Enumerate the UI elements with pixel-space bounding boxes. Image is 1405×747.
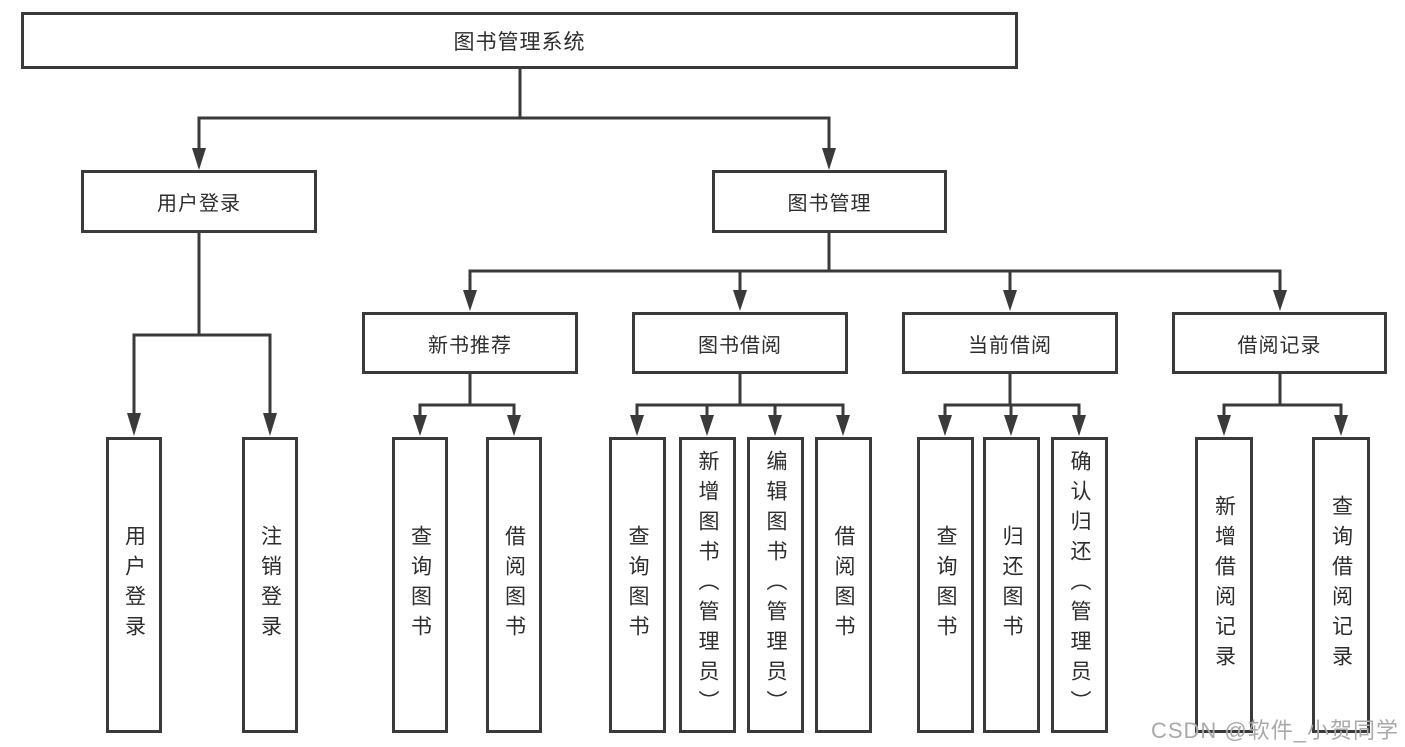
leaf-query-borrow-record: 查询借阅记录 (1312, 437, 1370, 733)
vertical-label: 查询图书 (934, 525, 957, 645)
connector-borrowing-records-to-children (1217, 374, 1348, 436)
csdn-watermark: CSDN @软件_小贺同学 (1150, 718, 1399, 743)
vertical-label: 新增图书（管理员） (696, 450, 719, 720)
connector-root-to-level2 (192, 69, 836, 170)
vertical-label: 注销登录 (258, 525, 282, 645)
leaf-borrow-books-recommend: 借阅图书 (486, 437, 542, 733)
connector-book-borrowing-to-children (630, 374, 850, 436)
leaf-query-books-current: 查询图书 (917, 437, 974, 733)
leaf-borrow-books-borrowing: 借阅图书 (815, 437, 872, 733)
vertical-label: 编辑图书（管理员） (764, 450, 787, 720)
leaf-logout: 注销登录 (242, 437, 298, 733)
connector-user-login-to-children (127, 233, 277, 436)
vertical-label: 查询图书 (408, 525, 432, 645)
vertical-label: 新增借阅记录 (1212, 495, 1236, 675)
vertical-label: 查询借阅记录 (1329, 495, 1353, 675)
vertical-label: 借阅图书 (832, 525, 855, 645)
node-book-management: 图书管理 (712, 170, 947, 233)
leaf-return-books: 归还图书 (983, 437, 1040, 733)
connector-new-book-recommend-to-children (413, 374, 521, 436)
leaf-add-books-admin: 新增图书（管理员） (679, 437, 736, 733)
leaf-add-borrow-record: 新增借阅记录 (1195, 437, 1253, 733)
leaf-query-books-recommend: 查询图书 (392, 437, 448, 733)
vertical-label: 确认归还（管理员） (1068, 450, 1091, 720)
vertical-label: 用户登录 (122, 525, 146, 645)
node-borrowing-records: 借阅记录 (1172, 312, 1387, 374)
node-new-book-recommend: 新书推荐 (362, 312, 578, 374)
connector-book-management-to-children (463, 233, 1287, 311)
node-book-borrowing: 图书借阅 (632, 312, 848, 374)
leaf-confirm-return-admin: 确认归还（管理员） (1051, 437, 1108, 733)
node-current-borrowing: 当前借阅 (902, 312, 1118, 374)
connector-current-borrowing-to-children (938, 374, 1086, 436)
node-library-management-system: 图书管理系统 (21, 12, 1018, 69)
vertical-label: 归还图书 (1000, 525, 1023, 645)
vertical-label: 查询图书 (626, 525, 649, 645)
vertical-label: 借阅图书 (502, 525, 526, 645)
leaf-user-login: 用户登录 (106, 437, 162, 733)
leaf-edit-books-admin: 编辑图书（管理员） (747, 437, 804, 733)
leaf-query-books-borrowing: 查询图书 (609, 437, 666, 733)
node-user-login: 用户登录 (81, 170, 317, 233)
